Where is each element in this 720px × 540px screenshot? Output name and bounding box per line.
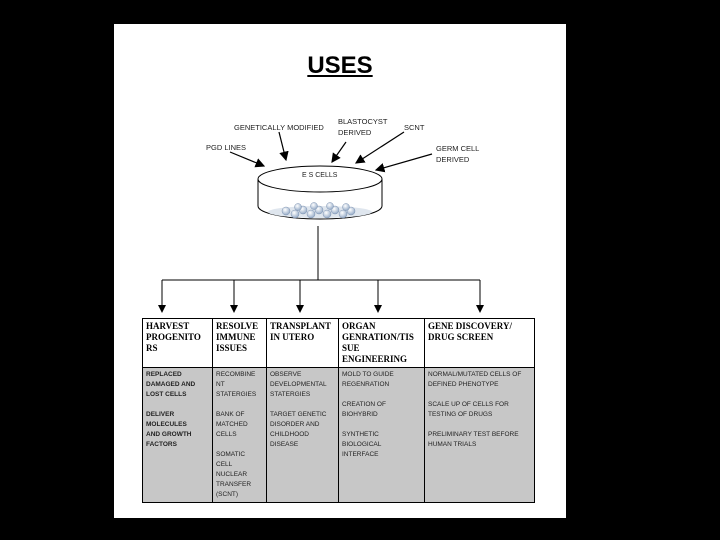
arrow-germ-cell xyxy=(374,153,433,173)
source-pgd-lines: PGD LINES xyxy=(206,143,247,152)
arrow-genetically-modified xyxy=(278,131,289,162)
arrow-blastocyst xyxy=(331,141,347,163)
header-gene-discovery: GENE DISCOVERY/DRUG SCREEN xyxy=(424,318,535,368)
petri-dish xyxy=(257,165,383,220)
source-blastocyst-line1: BLASTOCYST xyxy=(338,117,388,126)
source-scnt: SCNT xyxy=(404,123,425,132)
source-blastocyst-line2: DERIVED xyxy=(338,128,372,137)
slide: USES xyxy=(114,24,566,518)
slide-title: USES xyxy=(307,52,373,79)
dish-label: E S CELLS xyxy=(302,172,338,179)
source-genetically-modified: GENETICALLY MODIFIED xyxy=(234,123,324,132)
source-germ-cell-line1: GERM CELL xyxy=(436,144,480,153)
diagram-graphics xyxy=(158,131,484,313)
source-germ-cell-line2: DERIVED xyxy=(436,155,470,164)
arrow-scnt xyxy=(354,131,405,164)
arrow-pgd xyxy=(229,151,266,168)
